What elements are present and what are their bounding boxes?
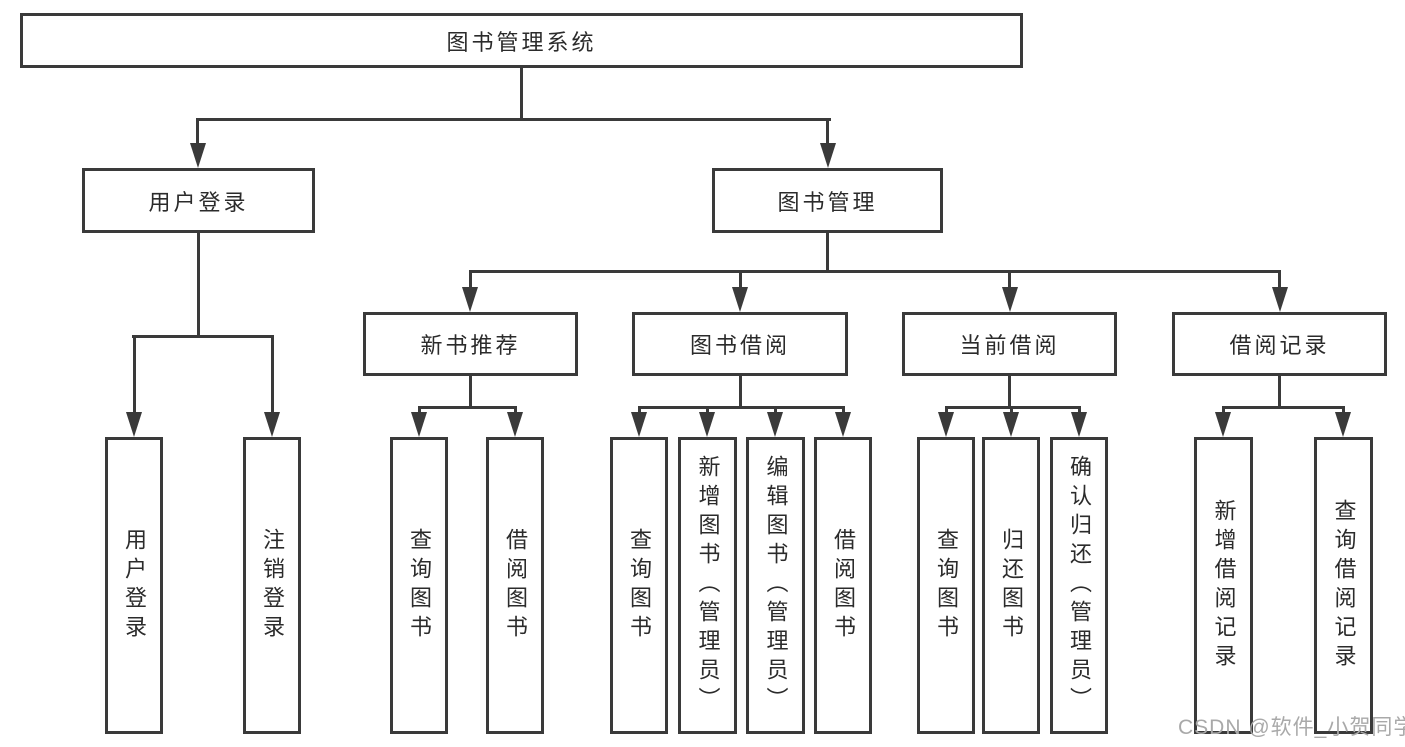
node-label: 图书借阅 (689, 333, 790, 358)
node-label: 查询图书 (627, 527, 652, 644)
arrow-down-icon (1272, 287, 1288, 312)
leaf-search-books-borrowing: 查询图书 (610, 437, 668, 734)
connector-line-vertical (1010, 406, 1013, 414)
connector-line-vertical (133, 335, 136, 414)
node-label: 新增图书（管理员） (695, 455, 721, 716)
arrow-down-icon (1215, 412, 1231, 437)
connector-line-vertical (774, 406, 777, 414)
leaf-user-login: 用户登录 (105, 437, 163, 734)
arrow-down-icon (820, 143, 836, 168)
connector-line-vertical (418, 406, 421, 414)
arrow-down-icon (631, 412, 647, 437)
connector-line-vertical (469, 376, 472, 406)
connector-line-horizontal (197, 118, 831, 121)
node-borrowing-records: 借阅记录 (1172, 312, 1387, 376)
node-label: 借阅图书 (831, 527, 856, 644)
node-label: 图书管理系统 (446, 29, 597, 55)
connector-line-vertical (1008, 376, 1011, 406)
node-label: 确认归还（管理员） (1067, 455, 1092, 716)
connector-line-vertical (1278, 270, 1281, 289)
arrow-down-icon (1002, 287, 1018, 312)
leaf-confirm-return-admin: 确认归还（管理员） (1050, 437, 1108, 734)
connector-line-horizontal (1222, 406, 1345, 409)
arrow-down-icon (126, 412, 142, 437)
connector-line-vertical (1078, 406, 1081, 414)
arrow-down-icon (1003, 412, 1019, 437)
connector-line-vertical (1342, 406, 1345, 414)
node-label: 新增借阅记录 (1211, 498, 1237, 673)
node-label: 借阅记录 (1229, 333, 1330, 358)
node-label: 当前借阅 (959, 333, 1060, 358)
node-label: 归还图书 (999, 527, 1024, 644)
node-label: 用户登录 (148, 189, 249, 215)
connector-line-vertical (739, 376, 742, 406)
connector-line-vertical (520, 66, 523, 118)
connector-line-vertical (196, 118, 199, 145)
node-label: 查询图书 (407, 527, 432, 644)
node-label: 借阅图书 (503, 527, 528, 644)
connector-line-vertical (826, 118, 829, 145)
connector-line-vertical (469, 270, 472, 289)
arrow-down-icon (462, 287, 478, 312)
arrow-down-icon (507, 412, 523, 437)
connector-line-horizontal (945, 406, 1081, 409)
leaf-search-books-current: 查询图书 (917, 437, 975, 734)
node-label: 图书管理 (777, 189, 878, 215)
arrow-down-icon (264, 412, 280, 437)
arrow-down-icon (835, 412, 851, 437)
node-label: 编辑图书（管理员） (763, 455, 789, 716)
leaf-logout-login: 注销登录 (243, 437, 301, 734)
arrow-down-icon (1335, 412, 1351, 437)
connector-line-vertical (271, 335, 274, 414)
leaf-search-books-recommend: 查询图书 (390, 437, 448, 734)
node-book-borrowing: 图书借阅 (632, 312, 848, 376)
connector-line-vertical (197, 233, 200, 335)
node-label: 用户登录 (122, 527, 147, 644)
connector-line-vertical (945, 406, 948, 414)
arrow-down-icon (1071, 412, 1087, 437)
connector-line-vertical (638, 406, 641, 414)
node-new-book-recommend: 新书推荐 (363, 312, 578, 376)
leaf-borrow-books-borrowing: 借阅图书 (814, 437, 872, 734)
node-user-login: 用户登录 (82, 168, 315, 233)
connector-line-vertical (1008, 270, 1011, 289)
leaf-return-books: 归还图书 (982, 437, 1040, 734)
csdn-watermark: CSDN @软件_小贺同学 (1178, 716, 1405, 739)
connector-line-vertical (514, 406, 517, 414)
arrow-down-icon (938, 412, 954, 437)
connector-line-vertical (842, 406, 845, 414)
arrow-down-icon (732, 287, 748, 312)
arrow-down-icon (699, 412, 715, 437)
connector-line-vertical (706, 406, 709, 414)
leaf-edit-books-admin: 编辑图书（管理员） (746, 437, 805, 734)
arrow-down-icon (411, 412, 427, 437)
node-label: 注销登录 (260, 527, 285, 644)
node-label: 查询图书 (934, 527, 959, 644)
connector-line-horizontal (469, 270, 1281, 273)
connector-line-vertical (1222, 406, 1225, 414)
leaf-borrow-books-recommend: 借阅图书 (486, 437, 544, 734)
node-label: 新书推荐 (420, 333, 521, 358)
connector-line-vertical (1278, 376, 1281, 406)
leaf-search-borrow-record: 查询借阅记录 (1314, 437, 1373, 734)
connector-line-horizontal (638, 406, 845, 409)
connector-line-horizontal (132, 335, 274, 338)
connector-line-horizontal (418, 406, 517, 409)
node-current-borrowing: 当前借阅 (902, 312, 1117, 376)
node-book-management: 图书管理 (712, 168, 943, 233)
leaf-add-borrow-record: 新增借阅记录 (1194, 437, 1253, 734)
node-library-management-system: 图书管理系统 (20, 13, 1023, 68)
connector-line-vertical (826, 233, 829, 270)
arrow-down-icon (767, 412, 783, 437)
node-label: 查询借阅记录 (1331, 498, 1357, 673)
connector-line-vertical (739, 270, 742, 289)
leaf-add-books-admin: 新增图书（管理员） (678, 437, 737, 734)
arrow-down-icon (190, 143, 206, 168)
